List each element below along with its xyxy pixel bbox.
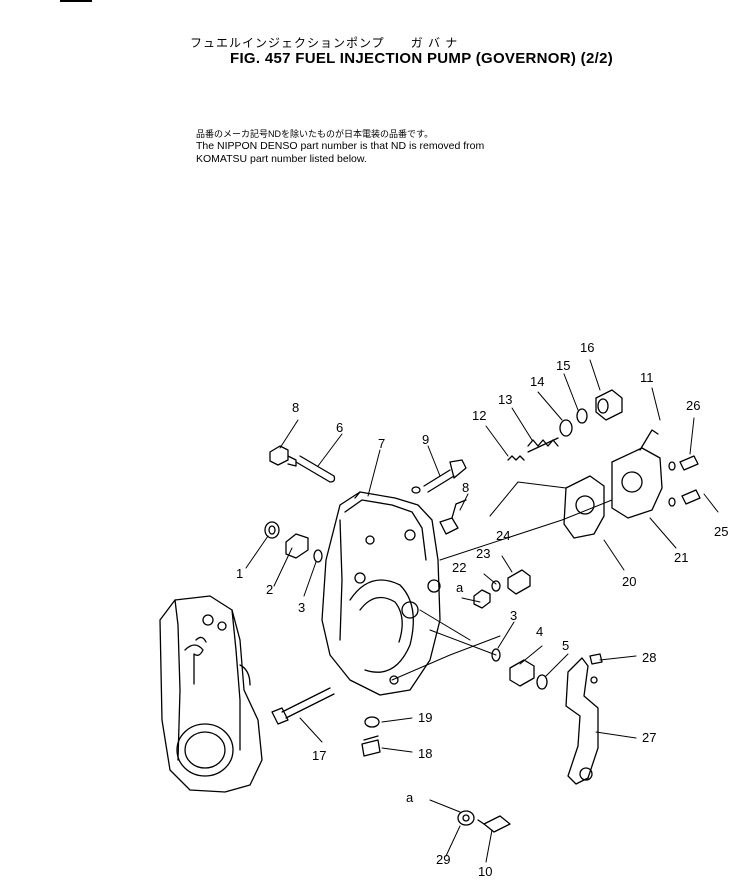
callout-21: 21 xyxy=(674,550,688,565)
callout-13: 13 xyxy=(498,392,512,407)
callout-24: 24 xyxy=(496,528,510,543)
callout-labels: 1 2 3 3 4 5 6 7 8 8 9 10 11 12 13 14 15 … xyxy=(236,340,728,879)
reference-a-lower: a xyxy=(406,790,414,805)
callout-15: 15 xyxy=(556,358,570,373)
reference-a-upper: a xyxy=(456,580,464,595)
governor-housing-drawing xyxy=(321,491,441,696)
callout-5: 5 xyxy=(562,638,569,653)
callout-3-upper: 3 xyxy=(298,600,305,615)
callout-4: 4 xyxy=(536,624,543,639)
figure-title: FIG. 457 FUEL INJECTION PUMP (GOVERNOR) … xyxy=(230,50,614,67)
callout-11: 11 xyxy=(640,370,654,385)
note-line-2: KOMATSU part number listed below. xyxy=(196,153,367,165)
callout-2: 2 xyxy=(266,582,273,597)
callout-14: 14 xyxy=(530,374,544,389)
callout-25: 25 xyxy=(714,524,728,539)
header-rule xyxy=(60,0,92,2)
callout-22: 22 xyxy=(452,560,466,575)
callout-1: 1 xyxy=(236,566,243,581)
callout-10: 10 xyxy=(478,864,492,879)
callout-8-upper: 8 xyxy=(292,400,299,415)
callout-17: 17 xyxy=(312,748,326,763)
note-japanese: 品番のメーカ記号NDを除いたものが日本電装の品番です。 xyxy=(196,129,434,139)
callout-6: 6 xyxy=(336,420,343,435)
callout-19: 19 xyxy=(418,710,432,725)
callout-12: 12 xyxy=(472,408,486,423)
callout-27: 27 xyxy=(642,730,656,745)
callout-28: 28 xyxy=(642,650,656,665)
part-shapes xyxy=(264,389,701,833)
callout-23: 23 xyxy=(476,546,490,561)
note-line-1: The NIPPON DENSO part number is that ND … xyxy=(196,140,485,152)
callout-9: 9 xyxy=(422,432,429,447)
callout-20: 20 xyxy=(622,574,636,589)
callout-18: 18 xyxy=(418,746,432,761)
callout-7: 7 xyxy=(378,436,385,451)
callout-8-right: 8 xyxy=(462,480,469,495)
callout-3-lower: 3 xyxy=(510,608,517,623)
callout-29: 29 xyxy=(436,852,450,867)
leader-lines xyxy=(245,359,719,863)
callout-26: 26 xyxy=(686,398,700,413)
callout-16: 16 xyxy=(580,340,594,355)
pump-body-drawing xyxy=(159,595,263,793)
figure-title-japanese: フュエルインジェクションポンプ ガ バ ナ xyxy=(190,36,459,50)
